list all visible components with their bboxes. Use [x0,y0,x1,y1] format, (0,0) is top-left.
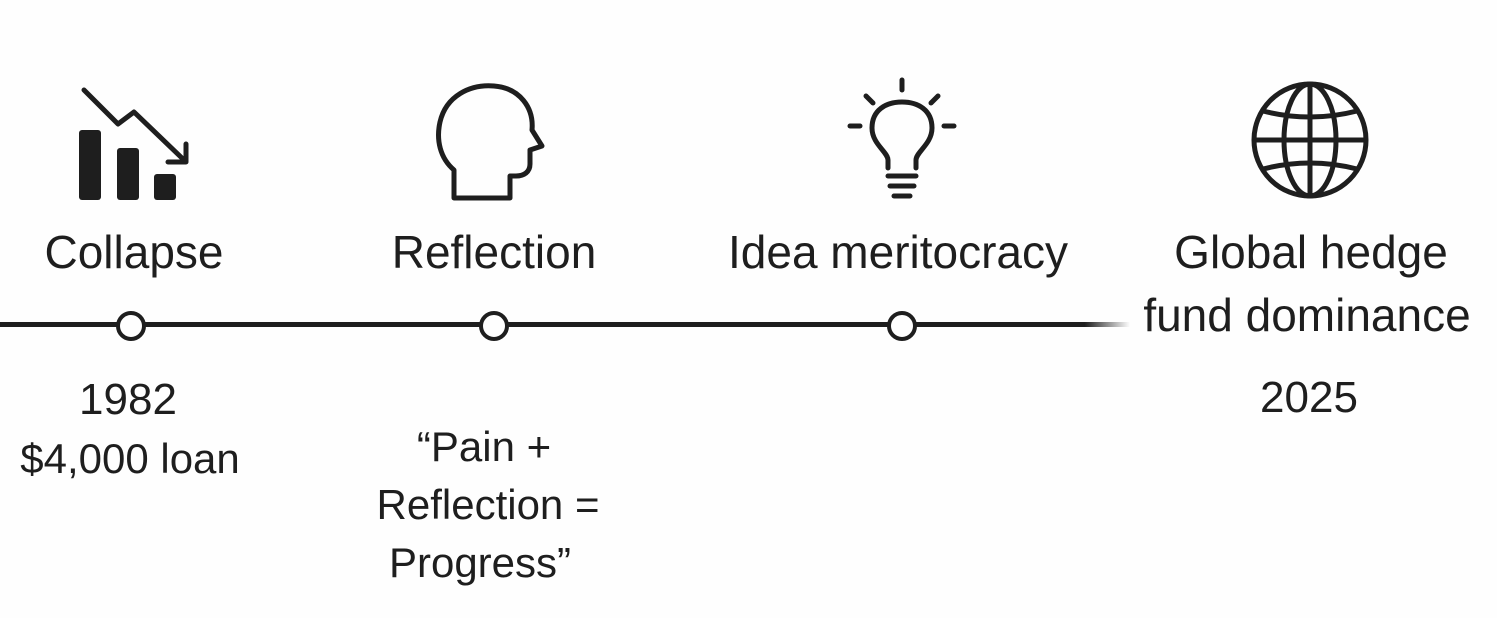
milestone-title-idea-meritocracy: Idea meritocracy [727,226,1069,278]
milestone-title-global-line-2: fund dominance [1143,289,1471,341]
milestone-note-loan: $4,000 loan [20,435,240,482]
timeline-node-collapse [116,311,146,341]
timeline-line [0,322,1130,327]
human-head-icon [434,80,546,204]
milestone-year-2025: 2025 [1260,373,1358,422]
milestone-quote-line-2: Reflection = [376,481,600,528]
lightbulb-icon [846,76,958,206]
milestone-title-collapse: Collapse [44,226,224,278]
milestone-title-global-line-1: Global hedge [1174,226,1448,278]
declining-bar-chart-icon [76,86,196,206]
timeline-node-idea-meritocracy [887,311,917,341]
timeline-node-reflection [479,311,509,341]
globe-icon [1249,79,1371,201]
milestone-year-1982: 1982 [79,375,177,424]
milestone-title-reflection: Reflection [391,226,597,278]
milestone-quote-line-1: “Pain + [416,423,552,470]
milestone-quote-line-3: Progress” [388,539,572,586]
